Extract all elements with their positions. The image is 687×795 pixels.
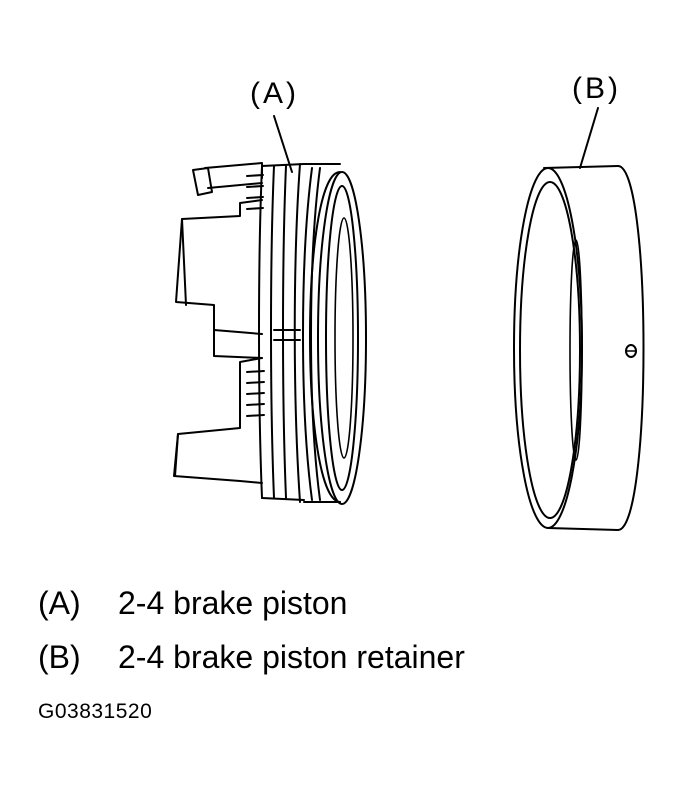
brake-piston-drawing — [173, 162, 367, 505]
legend-description: 2-4 brake piston retainer — [118, 639, 465, 675]
figure-id: G03831520 — [38, 700, 153, 723]
legend-key: (B) — [38, 639, 81, 675]
legend-description: 2-4 brake piston — [118, 585, 348, 621]
leader-line-a — [273, 115, 293, 173]
callout-label-b: (B) — [572, 72, 621, 105]
piston-retainer-drawing — [513, 165, 645, 531]
callout-label-a: (A) — [250, 77, 299, 110]
legend-key: (A) — [38, 585, 81, 621]
parts-diagram: (A) (B) — [173, 72, 645, 531]
leader-line-b — [579, 107, 599, 169]
